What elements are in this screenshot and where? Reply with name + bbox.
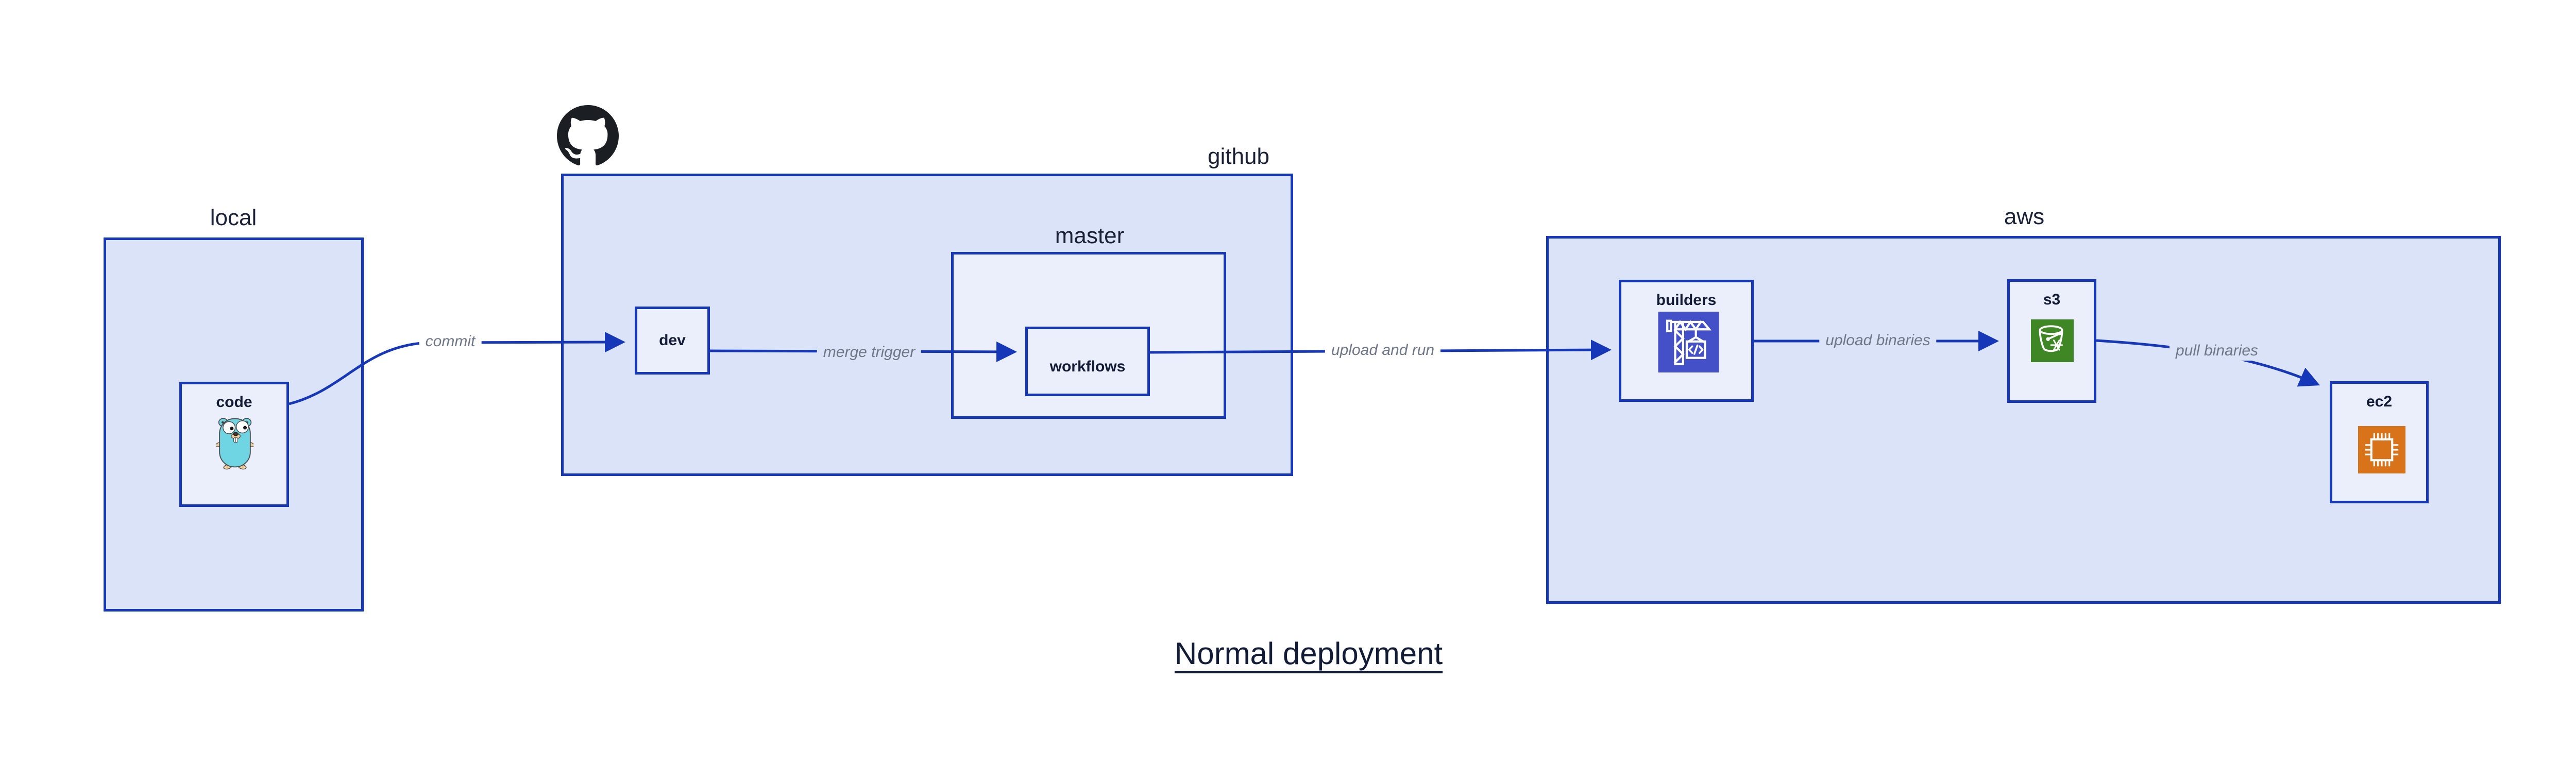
edge-label-upload-binaries: upload binaries bbox=[1819, 331, 1937, 350]
node-code: code bbox=[179, 382, 289, 507]
node-dev: dev bbox=[635, 307, 710, 375]
region-label-local: local bbox=[210, 205, 257, 230]
ec2-chip-icon bbox=[2358, 426, 2405, 473]
region-label-aws: aws bbox=[2004, 204, 2045, 229]
node-builders: builders bbox=[1619, 280, 1754, 402]
region-label-master: master bbox=[1055, 223, 1125, 248]
node-s3: s3 bbox=[2007, 279, 2096, 403]
node-ec2: ec2 bbox=[2330, 381, 2429, 503]
node-label-workflows: workflows bbox=[1049, 358, 1126, 375]
edge-label-merge-trigger: merge trigger bbox=[817, 343, 922, 362]
node-workflows: workflows bbox=[1025, 327, 1150, 396]
go-gopher-icon bbox=[216, 416, 253, 470]
node-label-code: code bbox=[216, 394, 252, 411]
region-label-github: github bbox=[1208, 144, 1269, 169]
node-label-s3: s3 bbox=[2043, 291, 2061, 308]
node-label-dev: dev bbox=[659, 332, 686, 349]
node-label-ec2: ec2 bbox=[2366, 393, 2393, 410]
node-label-builders: builders bbox=[1656, 292, 1717, 309]
edge-label-upload-and-run: upload and run bbox=[1325, 341, 1441, 360]
edge-label-pull-binaries: pull binaries bbox=[2169, 341, 2265, 361]
edge-label-commit: commit bbox=[419, 332, 482, 351]
s3-glacier-bucket-icon bbox=[2030, 319, 2074, 362]
github-octocat-icon bbox=[557, 105, 619, 167]
diagram-title: Normal deployment bbox=[1174, 636, 1443, 671]
codebuild-crane-icon bbox=[1657, 312, 1720, 372]
